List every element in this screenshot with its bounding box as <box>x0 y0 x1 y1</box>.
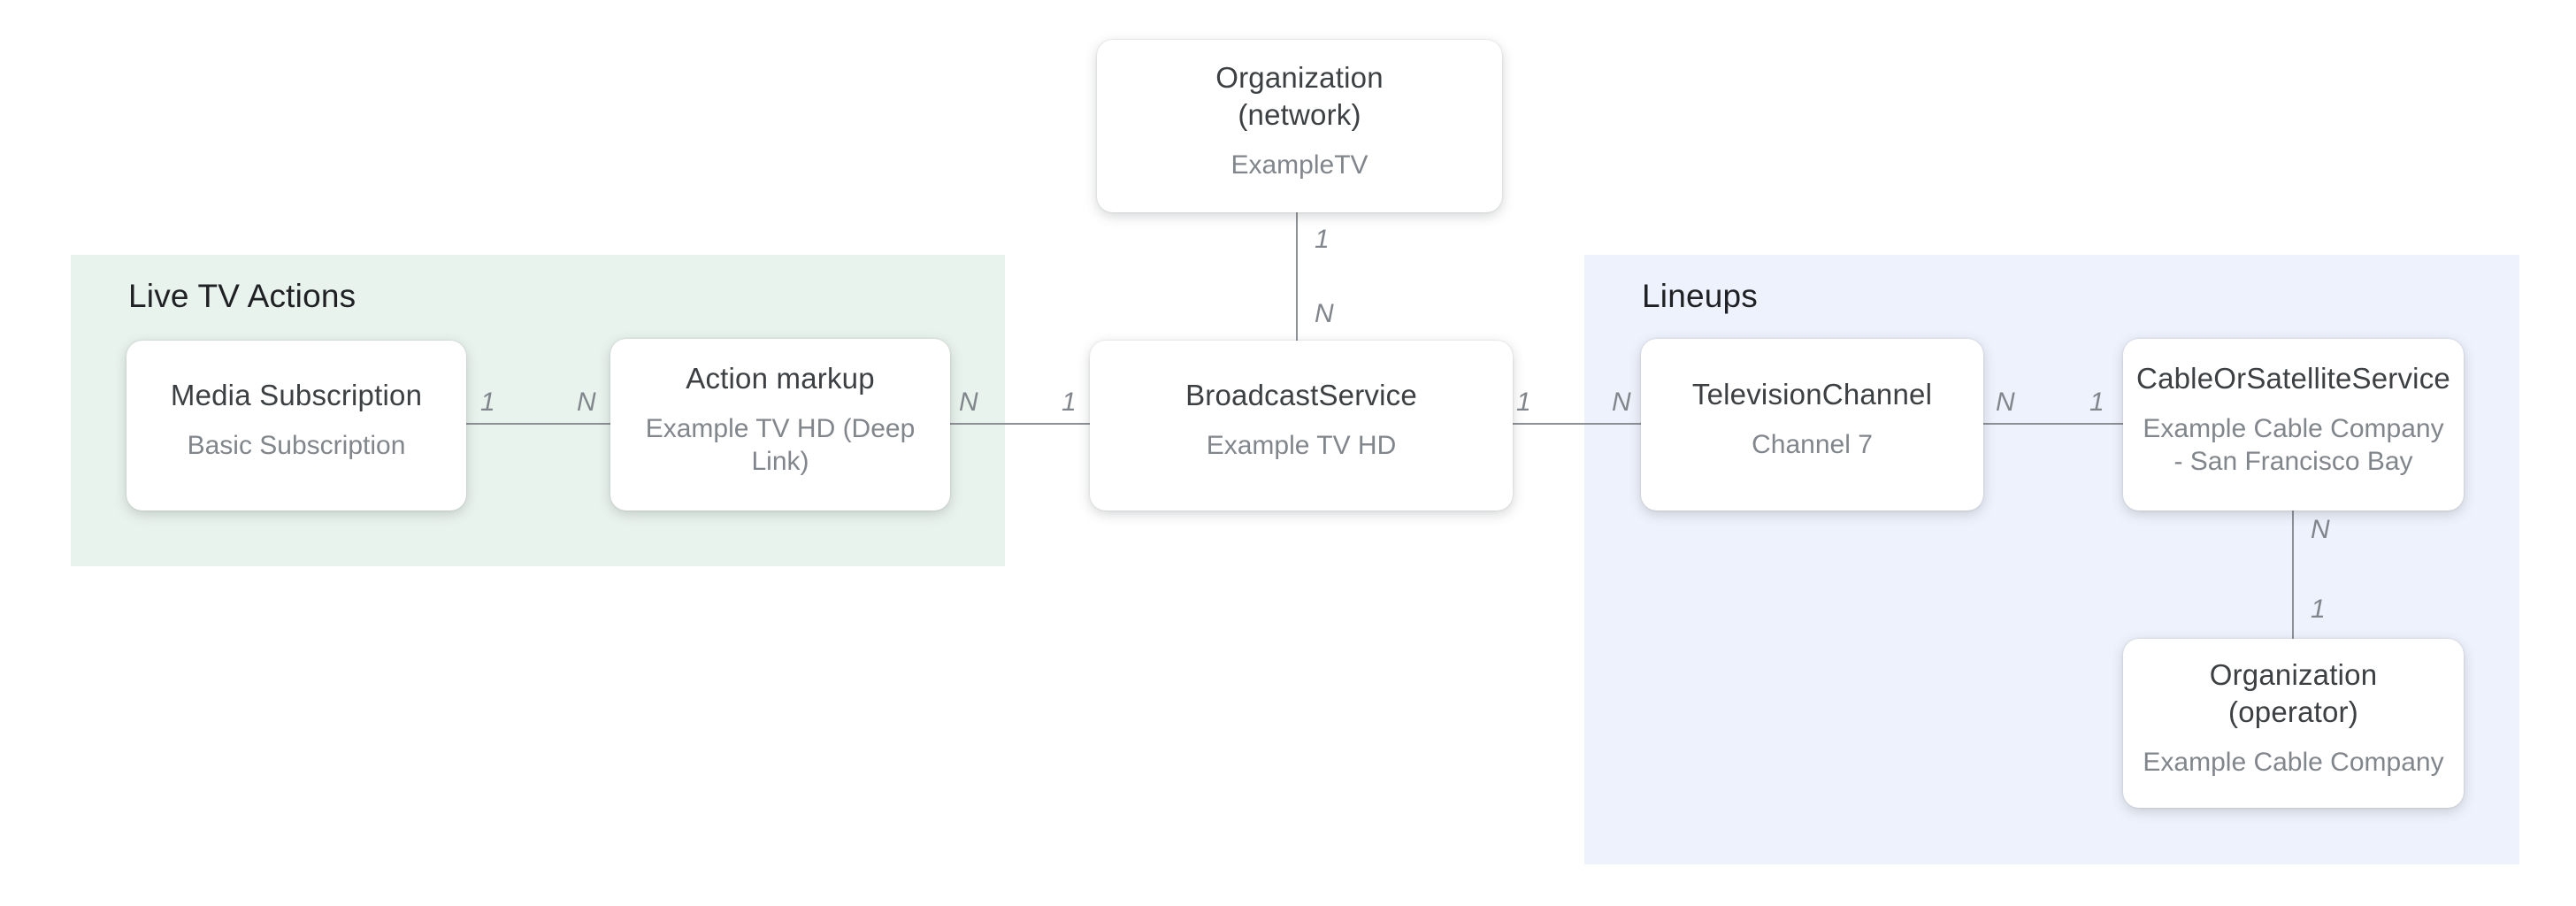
node-title: CableOrSatelliteService <box>2136 361 2450 395</box>
cardinality-label: N <box>959 388 978 417</box>
node-subtitle: ExampleTV <box>1230 150 1368 180</box>
node-subtitle: Example Cable Company <box>2143 747 2444 777</box>
node-subtitle: Example Cable Company - San Francisco Ba… <box>2143 413 2444 476</box>
node-action-markup: Action markup Example TV HD (Deep Link) <box>610 339 950 511</box>
cardinality-label: 1 <box>2089 388 2104 417</box>
cardinality-label: 1 <box>480 388 495 417</box>
edge-cable-or-satellite-service-to-organization-operator <box>2292 511 2294 639</box>
cardinality-label: N <box>1996 388 2015 417</box>
node-subtitle: Basic Subscription <box>187 431 406 460</box>
node-media-subscription: Media Subscription Basic Subscription <box>126 341 466 511</box>
edge-organization-network-to-broadcast-service <box>1296 212 1298 342</box>
node-title: TelevisionChannel <box>1691 378 1933 411</box>
region-title-lineups: Lineups <box>1642 278 1759 314</box>
node-subtitle: Example TV HD <box>1206 431 1397 460</box>
region-title-live-tv-actions: Live TV Actions <box>128 278 356 314</box>
cardinality-label: N <box>1315 299 1334 328</box>
edge-media-subscription-to-action-markup <box>466 423 610 425</box>
cardinality-label: 1 <box>1315 225 1330 254</box>
node-cable-or-satellite-service: CableOrSatelliteService Example Cable Co… <box>2123 339 2464 511</box>
node-television-channel: TelevisionChannel Channel 7 <box>1641 339 1983 511</box>
cardinality-label: N <box>2311 515 2330 544</box>
edge-broadcast-service-to-television-channel <box>1513 423 1641 425</box>
node-title: Action markup <box>686 361 875 395</box>
node-organization-operator: Organization (operator) Example Cable Co… <box>2123 639 2464 808</box>
cardinality-label: 1 <box>1516 388 1531 417</box>
cardinality-label: 1 <box>2311 595 2326 624</box>
node-title: Media Subscription <box>170 379 423 411</box>
node-title: BroadcastService <box>1185 379 1417 411</box>
cardinality-label: 1 <box>1062 388 1077 417</box>
cardinality-label: N <box>577 388 596 417</box>
node-subtitle: Channel 7 <box>1752 430 1873 459</box>
node-organization-network: Organization (network) ExampleTV <box>1097 40 1502 212</box>
node-subtitle: Example TV HD (Deep Link) <box>645 413 916 476</box>
cardinality-label: N <box>1612 388 1631 417</box>
edge-television-channel-to-cable-or-satellite-service <box>1983 423 2123 425</box>
node-broadcast-service: BroadcastService Example TV HD <box>1090 341 1513 511</box>
node-title: Organization (operator) <box>2209 657 2378 728</box>
edge-action-markup-to-broadcast-service <box>950 423 1090 425</box>
node-title: Organization (network) <box>1215 60 1384 131</box>
